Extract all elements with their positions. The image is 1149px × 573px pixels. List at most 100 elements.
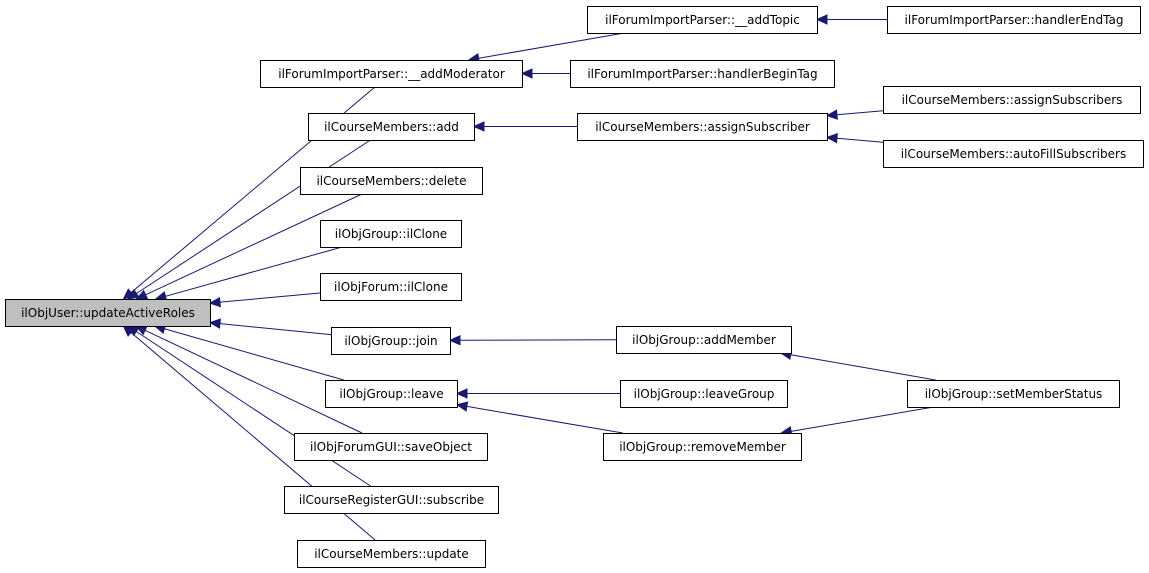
node-label: ilCourseMembers::autoFillSubscribers <box>901 147 1126 161</box>
node-box <box>320 273 462 301</box>
arrowhead <box>135 289 149 300</box>
node-box <box>284 486 499 514</box>
node-label: ilObjUser::updateActiveRoles <box>21 306 195 320</box>
node-cm-assignSubscribers[interactable]: ilCourseMembers::assignSubscribers <box>883 86 1141 114</box>
node-box <box>308 113 475 141</box>
node-label: ilForumImportParser::handlerEndTag <box>905 13 1124 27</box>
node-box <box>570 60 835 88</box>
edge-fip_addTopic-to-fip_addModerator <box>467 32 625 64</box>
node-box <box>616 326 792 354</box>
edge-cm_assignSubscribers-to-cm_assignSubscriber <box>825 109 884 120</box>
node-box <box>320 220 462 248</box>
node-label: ilForumImportParser::__addModerator <box>278 67 505 81</box>
arrowhead <box>472 121 485 132</box>
edge-line <box>136 139 371 294</box>
node-root[interactable]: ilObjUser::updateActiveRoles <box>5 299 211 327</box>
node-cm-add[interactable]: ilCourseMembers::add <box>308 113 475 141</box>
edge-og_join-to-root <box>208 318 332 336</box>
node-label: ilCourseMembers::delete <box>316 174 466 188</box>
node-fip-addTopic[interactable]: ilForumImportParser::__addTopic <box>587 6 818 34</box>
node-label: ilObjGroup::removeMember <box>619 440 786 454</box>
node-box <box>5 299 211 327</box>
node-label: ilCourseMembers::assignSubscribers <box>902 93 1123 107</box>
edge-line <box>478 32 625 59</box>
node-box <box>577 113 828 141</box>
edge-line <box>165 246 343 297</box>
edge-line <box>145 193 363 296</box>
arrowhead <box>825 133 838 144</box>
node-label: ilForumImportParser::__addTopic <box>605 13 800 27</box>
node-box <box>325 380 458 408</box>
node-box <box>887 6 1141 34</box>
node-label: ilObjGroup::leaveGroup <box>634 387 775 401</box>
node-cm-autoFillSubscribers[interactable]: ilCourseMembers::autoFillSubscribers <box>883 140 1144 168</box>
edge-fip_handlerEndTag-to-fip_addTopic <box>815 14 887 25</box>
arrowhead <box>455 388 468 399</box>
node-og-leave[interactable]: ilObjGroup::leave <box>325 380 458 408</box>
arrowhead <box>520 68 533 79</box>
edge-og_ilClone-to-root <box>154 246 343 302</box>
edge-line <box>466 405 623 434</box>
node-box <box>294 433 488 461</box>
node-box <box>297 540 486 568</box>
node-of-ilClone[interactable]: ilObjForum::ilClone <box>320 273 462 301</box>
node-box <box>620 380 788 408</box>
node-label: ilObjForum::ilClone <box>334 280 448 294</box>
edge-cm_delete-to-root <box>135 193 363 300</box>
node-box <box>300 167 483 195</box>
node-label: ilObjGroup::setMemberStatus <box>925 387 1103 401</box>
node-box <box>331 327 451 355</box>
node-ofg-saveObject[interactable]: ilObjForumGUI::saveObject <box>294 433 488 461</box>
node-og-setMemberStatus[interactable]: ilObjGroup::setMemberStatus <box>907 380 1120 408</box>
node-box <box>883 140 1144 168</box>
arrowhead <box>127 288 140 300</box>
node-box <box>603 433 802 461</box>
edge-og_addMember-to-og_join <box>448 335 617 346</box>
node-label: ilCourseMembers::add <box>324 120 459 134</box>
edge-og_setMemberStatus-to-og_addMember <box>779 349 936 381</box>
node-og-join[interactable]: ilObjGroup::join <box>331 327 451 355</box>
edge-cm_assignSubscriber-to-cm_add <box>472 121 577 132</box>
node-cm-delete[interactable]: ilCourseMembers::delete <box>300 167 483 195</box>
node-label: ilCourseRegisterGUI::subscribe <box>299 493 484 507</box>
edge-line <box>164 328 344 381</box>
node-label: ilForumImportParser::handlerBeginTag <box>587 67 817 81</box>
node-og-addMember[interactable]: ilObjGroup::addMember <box>616 326 792 354</box>
edge-line <box>790 354 936 381</box>
edge-ofg_saveObject-to-root <box>134 325 363 434</box>
edge-line <box>790 406 934 432</box>
node-label: ilObjGroup::addMember <box>632 333 776 347</box>
node-label: ilObjForumGUI::saveObject <box>310 440 472 454</box>
edge-line <box>219 292 321 303</box>
edge-line <box>836 110 884 116</box>
node-label: ilCourseMembers::update <box>314 547 469 561</box>
edge-line <box>144 329 363 434</box>
node-og-removeMember[interactable]: ilObjGroup::removeMember <box>603 433 802 461</box>
arrowhead <box>122 325 135 337</box>
edge-og_removeMember-to-og_leave <box>455 401 623 434</box>
arrowhead <box>208 318 221 329</box>
node-label: ilObjGroup::join <box>344 334 437 348</box>
node-cm-update[interactable]: ilCourseMembers::update <box>297 540 486 568</box>
node-fip-handlerEndTag[interactable]: ilForumImportParser::handlerEndTag <box>887 6 1141 34</box>
edge-cm_autoFillSubscribers-to-cm_assignSubscriber <box>825 133 884 144</box>
node-label: ilCourseMembers::assignSubscriber <box>595 120 810 134</box>
arrowhead <box>448 335 461 346</box>
arrowhead <box>208 296 221 308</box>
node-fip-addModerator[interactable]: ilForumImportParser::__addModerator <box>260 60 523 88</box>
node-fip-handlerBeginTag[interactable]: ilForumImportParser::handlerBeginTag <box>570 60 835 88</box>
node-box <box>260 60 523 88</box>
node-layer: ilObjUser::updateActiveRoles ilForumImpor… <box>5 6 1144 568</box>
node-crg-subscribe[interactable]: ilCourseRegisterGUI::subscribe <box>284 486 499 514</box>
edge-line <box>836 137 884 143</box>
edge-line <box>219 323 332 336</box>
node-og-ilClone[interactable]: ilObjGroup::ilClone <box>320 220 462 248</box>
edge-fip_handlerBeginTag-to-fip_addModerator <box>520 68 570 79</box>
edge-og_leaveGroup-to-og_leave <box>455 388 620 399</box>
node-label: ilObjGroup::ilClone <box>335 227 447 241</box>
edge-of_ilClone-to-root <box>208 292 321 308</box>
node-cm-assignSubscriber[interactable]: ilCourseMembers::assignSubscriber <box>577 113 828 141</box>
node-og-leaveGroup[interactable]: ilObjGroup::leaveGroup <box>620 380 788 408</box>
node-label: ilObjGroup::leave <box>339 387 443 401</box>
